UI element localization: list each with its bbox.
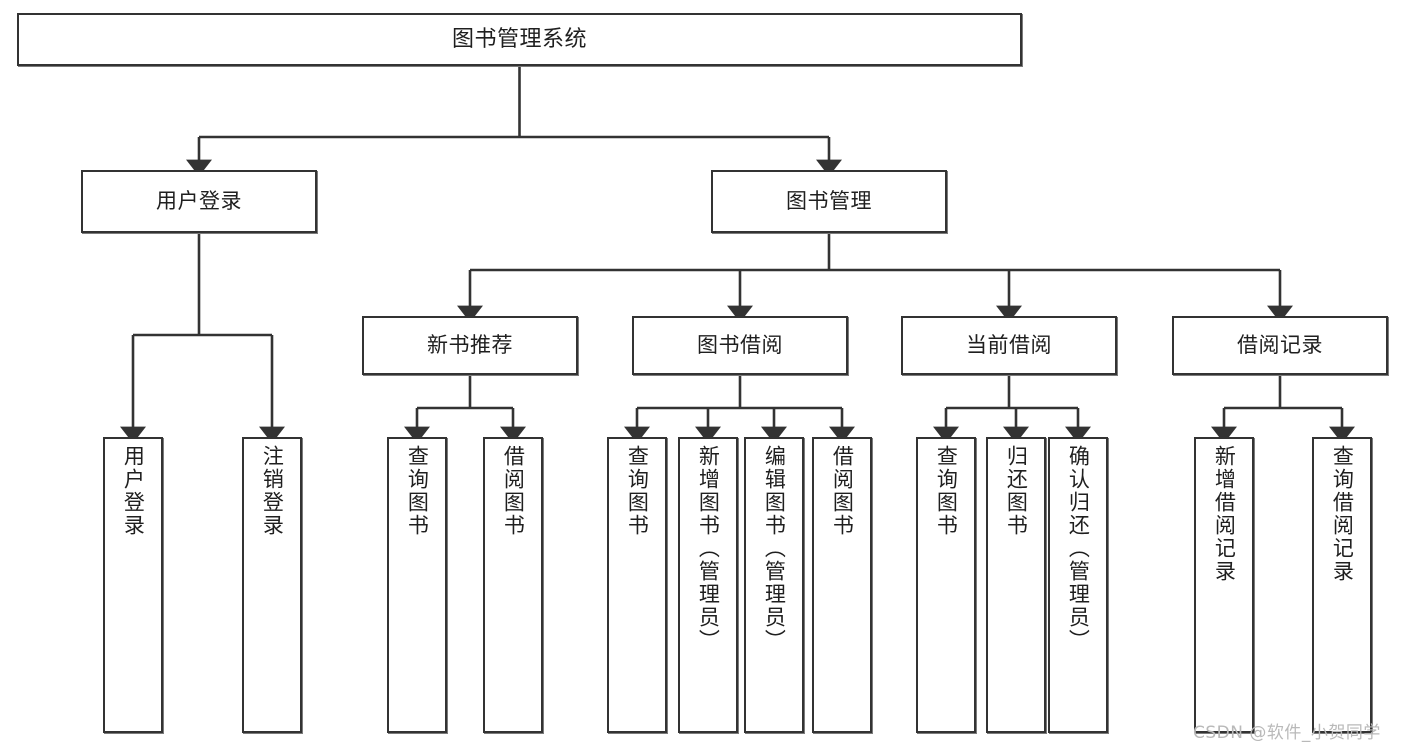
node-leaf-user-logout[interactable]: 注销登录 bbox=[242, 437, 302, 733]
node-book-borrow[interactable]: 图书借阅 bbox=[632, 316, 848, 375]
node-leaf-rec-query[interactable]: 查询图书 bbox=[387, 437, 447, 733]
node-label: 新书推荐 bbox=[427, 333, 513, 358]
node-borrow-record[interactable]: 借阅记录 bbox=[1172, 316, 1388, 375]
node-leaf-user-login[interactable]: 用户登录 bbox=[103, 437, 163, 733]
node-leaf-br-query[interactable]: 查询借阅记录 bbox=[1312, 437, 1372, 733]
node-leaf-cb-query[interactable]: 查询图书 bbox=[916, 437, 976, 733]
node-label: 查询图书 bbox=[625, 445, 650, 537]
node-label: 借阅图书 bbox=[830, 445, 855, 537]
node-label: 确认归还（管理员） bbox=[1066, 445, 1091, 652]
node-label: 查询图书 bbox=[405, 445, 430, 537]
node-label: 用户登录 bbox=[121, 445, 146, 537]
node-leaf-bb-borrow[interactable]: 借阅图书 bbox=[812, 437, 872, 733]
node-label: 查询图书 bbox=[934, 445, 959, 537]
node-label: 新增图书（管理员） bbox=[696, 445, 721, 652]
node-label: 借阅记录 bbox=[1237, 333, 1323, 358]
node-label: 查询借阅记录 bbox=[1330, 445, 1355, 583]
node-label: 归还图书 bbox=[1004, 445, 1029, 537]
node-label: 用户登录 bbox=[156, 189, 242, 214]
node-leaf-bb-edit[interactable]: 编辑图书（管理员） bbox=[744, 437, 804, 733]
node-label: 注销登录 bbox=[260, 445, 285, 537]
node-leaf-cb-return[interactable]: 归还图书 bbox=[986, 437, 1046, 733]
node-label: 借阅图书 bbox=[501, 445, 526, 537]
node-current-borrow[interactable]: 当前借阅 bbox=[901, 316, 1117, 375]
node-label: 当前借阅 bbox=[966, 333, 1052, 358]
node-leaf-bb-add[interactable]: 新增图书（管理员） bbox=[678, 437, 738, 733]
node-user-login[interactable]: 用户登录 bbox=[81, 170, 317, 233]
node-root[interactable]: 图书管理系统 bbox=[17, 13, 1022, 66]
node-label: 图书管理 bbox=[786, 189, 872, 214]
node-leaf-rec-borrow[interactable]: 借阅图书 bbox=[483, 437, 543, 733]
node-label: 图书管理系统 bbox=[451, 26, 587, 52]
node-label: 新增借阅记录 bbox=[1212, 445, 1237, 583]
node-new-book-rec[interactable]: 新书推荐 bbox=[362, 316, 578, 375]
node-book-manage[interactable]: 图书管理 bbox=[711, 170, 947, 233]
node-leaf-cb-confirm[interactable]: 确认归还（管理员） bbox=[1048, 437, 1108, 733]
node-leaf-br-add[interactable]: 新增借阅记录 bbox=[1194, 437, 1254, 733]
node-label: 图书借阅 bbox=[697, 333, 783, 358]
node-leaf-bb-query[interactable]: 查询图书 bbox=[607, 437, 667, 733]
node-label: 编辑图书（管理员） bbox=[762, 445, 787, 652]
